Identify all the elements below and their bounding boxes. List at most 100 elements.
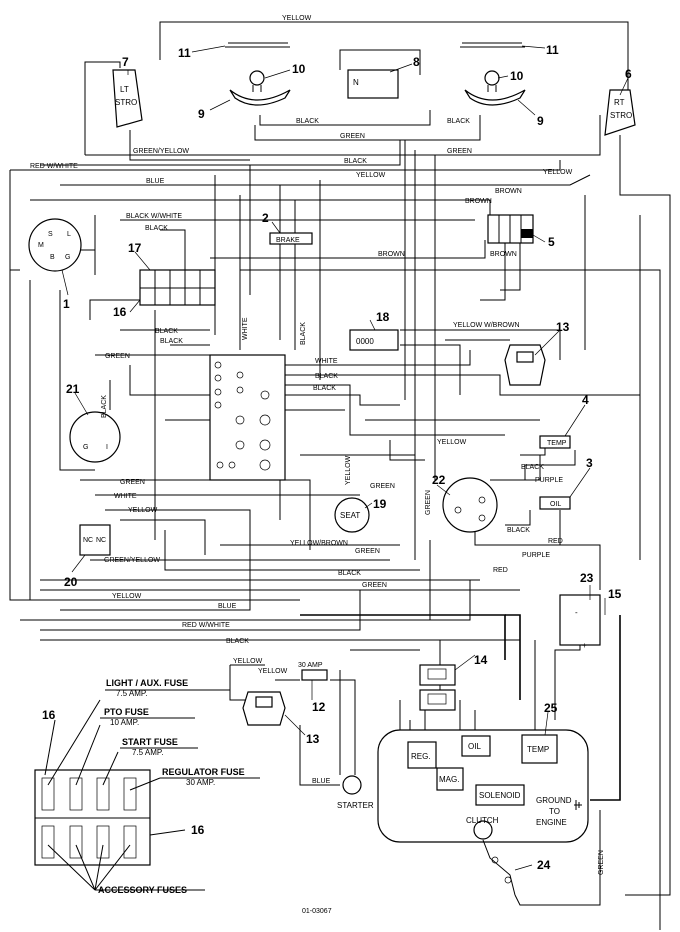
engine: REG. OIL TEMP MAG. SOLENOID CLUTCH GROUN… bbox=[377, 729, 589, 843]
wire-label: YELLOW W/BROWN bbox=[453, 322, 520, 329]
wire-label: YELLOW bbox=[233, 658, 263, 665]
callout: 6 bbox=[625, 67, 632, 81]
lt-strobe-label-1: LT bbox=[120, 85, 129, 94]
fuse-regulator-amp: 30 AMP. bbox=[186, 778, 215, 787]
wire-label: GREEN bbox=[598, 850, 605, 875]
ignition-l: L bbox=[67, 231, 71, 238]
wire-label: BLACK W/WHITE bbox=[126, 213, 182, 220]
wire-label: BLACK bbox=[521, 464, 544, 471]
callout: 23 bbox=[580, 571, 594, 585]
lamp-lens-left bbox=[225, 42, 290, 48]
wire-label: YELLOW bbox=[356, 172, 386, 179]
nc-1-label: NC bbox=[83, 537, 93, 544]
wire-label: BLUE bbox=[218, 603, 237, 610]
fuse-panel bbox=[34, 769, 151, 866]
flasher-unit: N bbox=[347, 69, 399, 99]
temp-light-label: TEMP bbox=[547, 440, 567, 447]
callout: 16 bbox=[191, 823, 205, 837]
wire-label: GREEN bbox=[425, 490, 432, 515]
fuse-start-label: START FUSE bbox=[122, 737, 178, 747]
callout: 4 bbox=[582, 393, 589, 407]
engine-solenoid-label: SOLENOID bbox=[479, 791, 521, 800]
wire-label: BLACK bbox=[338, 570, 361, 577]
nc-switch: NC NC bbox=[79, 524, 111, 556]
callout: 10 bbox=[292, 62, 306, 76]
relay-lower bbox=[419, 664, 456, 711]
wire-label: BLACK bbox=[313, 385, 336, 392]
wire-label: RED bbox=[493, 567, 508, 574]
callout: 19 bbox=[373, 497, 387, 511]
callout: 10 bbox=[510, 69, 524, 83]
relay-lower-2 bbox=[242, 691, 286, 726]
wire-label: GREEN bbox=[120, 479, 145, 486]
callout: 9 bbox=[537, 114, 544, 128]
pto-switch bbox=[442, 477, 498, 533]
main-harness-connector bbox=[209, 354, 286, 481]
inline-fuse-30a: 30 AMP bbox=[298, 662, 328, 681]
callout: 2 bbox=[262, 211, 269, 225]
engine-temp-label: TEMP bbox=[527, 745, 549, 754]
wire-label: GREEN/YELLOW bbox=[133, 148, 189, 155]
seat-switch: SEAT bbox=[334, 497, 370, 533]
callout: 22 bbox=[432, 473, 446, 487]
callout: 15 bbox=[608, 587, 622, 601]
ground-label-3: ENGINE bbox=[536, 818, 567, 827]
fuse-light-amp: 7.5 AMP. bbox=[116, 689, 147, 698]
wire-label: BROWN bbox=[490, 251, 517, 258]
wire-label: YELLOW/BROWN bbox=[290, 540, 348, 547]
wire-label: BLUE bbox=[146, 178, 165, 185]
engine-clutch-label: CLUTCH bbox=[466, 816, 499, 825]
wire-label: RED W/WHITE bbox=[30, 163, 78, 170]
wire-label: BLACK bbox=[101, 395, 108, 418]
ignition-m: M bbox=[38, 242, 44, 249]
temp-light: TEMP bbox=[539, 435, 571, 449]
fuse-slots-bottom bbox=[41, 825, 137, 859]
wire-label: BLACK bbox=[300, 322, 307, 345]
wires bbox=[9, 21, 671, 930]
battery-neg: - bbox=[575, 608, 578, 617]
ground-label-1: GROUND bbox=[536, 796, 572, 805]
regulator-i: I bbox=[106, 444, 108, 451]
fuse-pto-label: PTO FUSE bbox=[104, 707, 149, 717]
starter-label: STARTER bbox=[337, 801, 374, 810]
callout: 12 bbox=[312, 700, 326, 714]
fuse-pto-amp: 10 AMP. bbox=[110, 718, 139, 727]
wire-label: BLACK bbox=[296, 118, 319, 125]
wire-label: BLACK bbox=[344, 158, 367, 165]
wire-labels: YELLOW BLACK BLACK GREEN GREEN/YELLOW BL… bbox=[30, 15, 605, 875]
regulator-g: G bbox=[83, 444, 88, 451]
callout: 11 bbox=[178, 46, 191, 60]
wire-label: GREEN bbox=[355, 548, 380, 555]
wire-label: RED bbox=[548, 538, 563, 545]
wire-label: GREEN bbox=[340, 133, 365, 140]
oil-light: OIL bbox=[539, 496, 571, 510]
rt-strobe-label-2: STRO bbox=[610, 111, 632, 120]
wire-label: WHITE bbox=[242, 317, 249, 340]
ignition-g: G bbox=[65, 254, 70, 261]
engine-reg-label: REG. bbox=[411, 752, 431, 761]
ground-label-2: TO bbox=[549, 807, 560, 816]
callout: 1 bbox=[63, 297, 70, 311]
fuse-slots-top bbox=[41, 777, 137, 811]
wire-label: BLACK bbox=[155, 328, 178, 335]
callout: 16 bbox=[42, 708, 56, 722]
rt-strobe: RT STRO bbox=[604, 89, 636, 136]
wire-label: YELLOW bbox=[282, 15, 312, 22]
callout: 5 bbox=[548, 235, 555, 249]
fuse-light-label: LIGHT / AUX. FUSE bbox=[106, 678, 188, 688]
relay-block bbox=[487, 214, 534, 244]
battery: - + bbox=[559, 594, 601, 650]
ignition-b: B bbox=[50, 254, 55, 261]
wire-label: BROWN bbox=[495, 188, 522, 195]
callout: 9 bbox=[198, 107, 205, 121]
fuse-accessory-label: ACCESSORY FUSES bbox=[98, 885, 187, 895]
lt-strobe: LT STRO bbox=[112, 69, 143, 128]
voltage-regulator: G I bbox=[69, 411, 121, 463]
callout: 11 bbox=[546, 43, 559, 57]
lamp-lens-right bbox=[460, 42, 525, 48]
seat-label: SEAT bbox=[340, 511, 360, 520]
fuse-block-top bbox=[139, 269, 216, 306]
brake-switch: BRAKE bbox=[269, 232, 313, 245]
wire-label: YELLOW bbox=[543, 169, 573, 176]
